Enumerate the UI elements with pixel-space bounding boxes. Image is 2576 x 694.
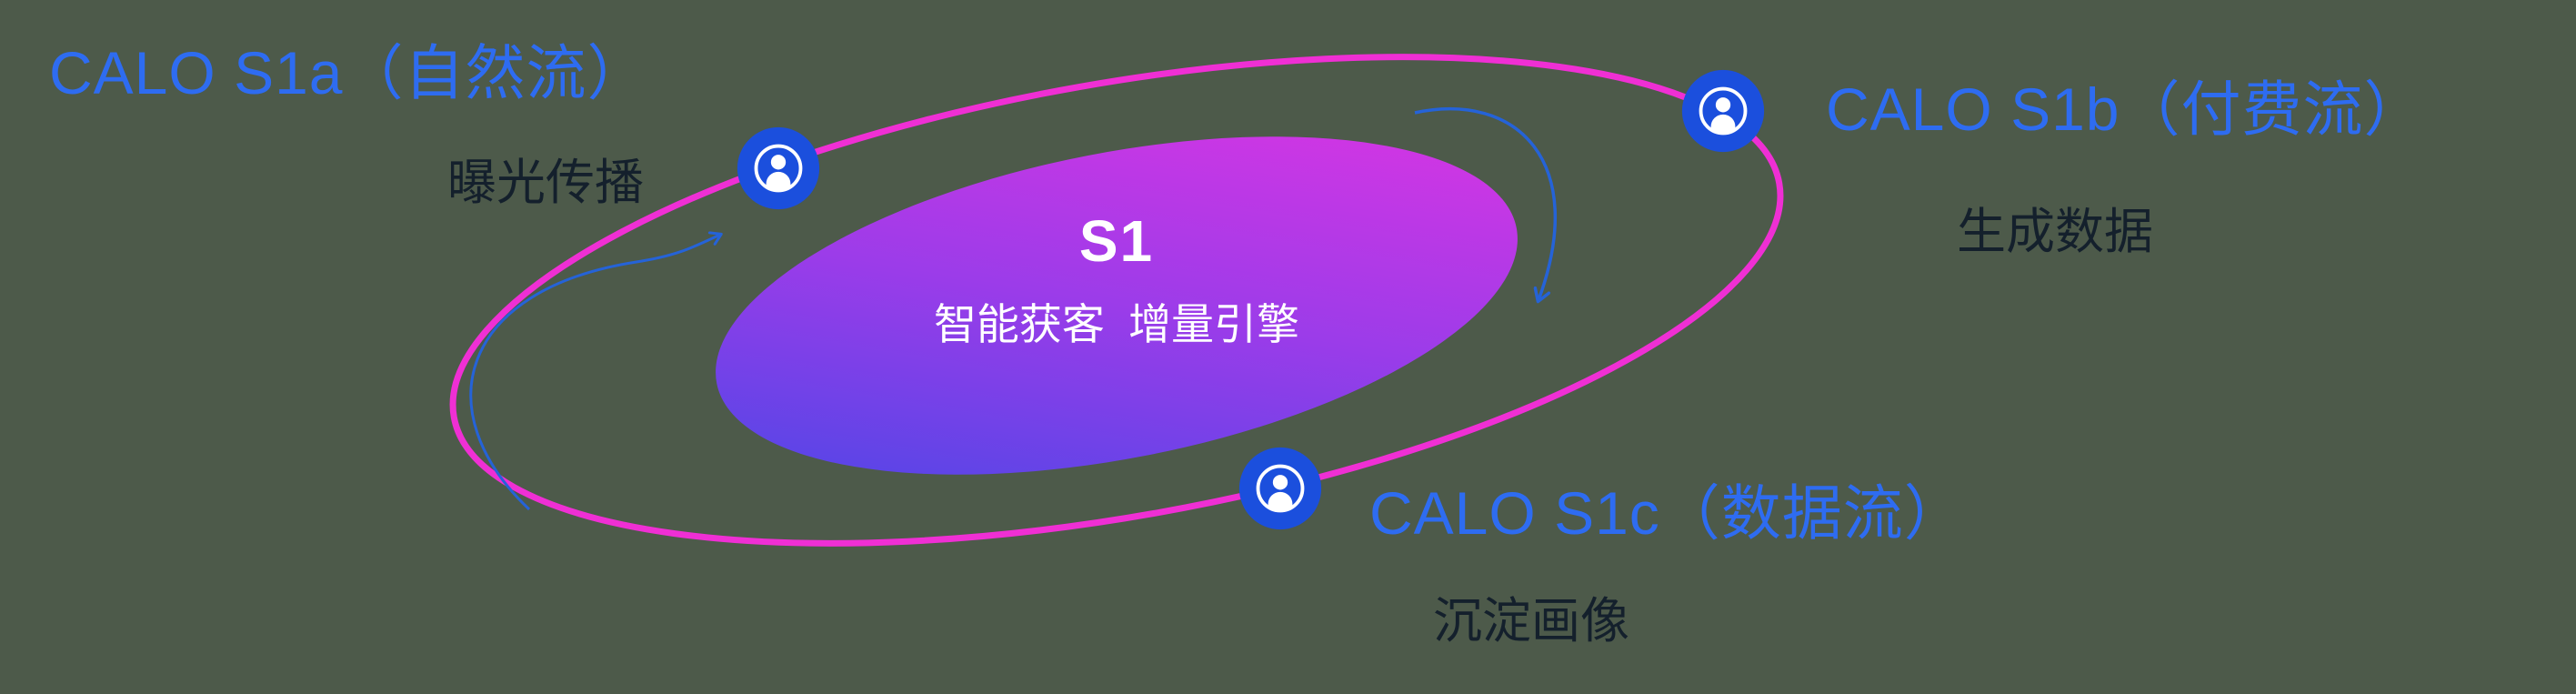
flow-arrow-top — [1414, 107, 1557, 300]
user-icon — [1681, 69, 1765, 153]
node-s1a-subtitle: 曝光传播 — [447, 156, 644, 210]
user-icon-s1a — [735, 125, 822, 212]
node-s1a-title: CALO S1a（自然流） — [49, 39, 648, 106]
user-icon — [1238, 447, 1322, 530]
core-title: S1 — [1078, 208, 1155, 274]
core-subtitle: 智能获客 增量引擎 — [933, 300, 1300, 348]
orbit-ring — [449, 54, 1784, 547]
core-ellipse — [716, 136, 1518, 475]
user-icon-s1c — [1237, 445, 1324, 532]
node-s1b-subtitle: 生成数据 — [1957, 205, 2153, 259]
node-s1b-title: CALO S1b（付费流） — [1826, 75, 2425, 143]
node-s1c-subtitle: 沉淀画像 — [1433, 594, 1629, 649]
core-label: S1 智能获客 增量引擎 — [871, 207, 1362, 352]
flow-arrow-left — [469, 235, 720, 511]
node-s1c-title: CALO S1c（数据流） — [1369, 479, 1965, 547]
user-icon-s1b — [1679, 67, 1767, 155]
user-icon — [737, 126, 820, 210]
